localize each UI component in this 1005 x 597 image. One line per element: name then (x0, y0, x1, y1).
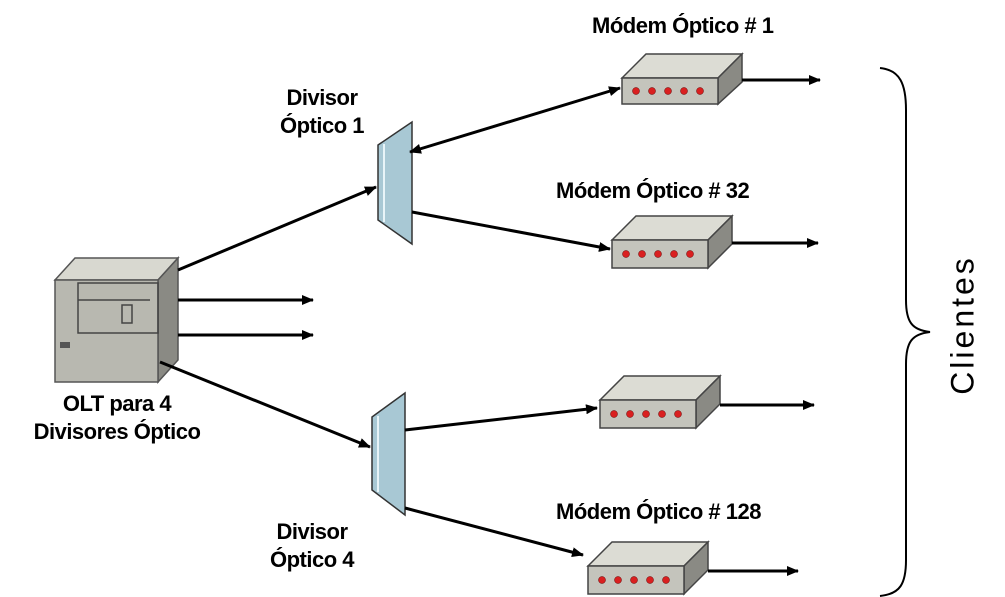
clients-brace (879, 67, 931, 597)
splitter-1-label-line1: Divisor (286, 85, 358, 110)
splitter-4-label-line1: Divisor (276, 519, 348, 544)
modem-32 (610, 214, 734, 270)
modem-1 (620, 52, 744, 106)
splitter4-modem3-line (404, 404, 598, 432)
olt-label: OLT para 4 Divisores Óptico (2, 390, 232, 446)
splitter-1-label: Divisor Óptico 1 (262, 84, 382, 140)
splitter-4-label: Divisor Óptico 4 (252, 518, 372, 574)
splitter-1 (377, 120, 413, 246)
splitter-1-label-line2: Óptico 1 (279, 113, 365, 138)
modem-3 (598, 374, 722, 430)
olt-device (53, 256, 180, 384)
splitter-4 (371, 391, 406, 517)
olt-label-line1: OLT para 4 (62, 391, 172, 416)
modem-128 (586, 540, 710, 596)
modem-32-label: Módem Óptico # 32 (556, 178, 750, 203)
clients-label: Clientes (944, 255, 981, 395)
olt-to-splitter1-line (177, 185, 377, 272)
splitter1-modem32-line (411, 210, 611, 252)
modem-128-label: Módem Óptico # 128 (556, 499, 761, 524)
splitter-4-label-line2: Óptico 4 (269, 547, 355, 572)
modem-1-label: Módem Óptico # 1 (592, 13, 774, 38)
olt-to-splitter4-line (159, 360, 371, 449)
splitter4-modem128-line (404, 506, 584, 558)
olt-label-line2: Divisores Óptico (33, 419, 201, 444)
splitter1-modem1-line (409, 86, 621, 154)
